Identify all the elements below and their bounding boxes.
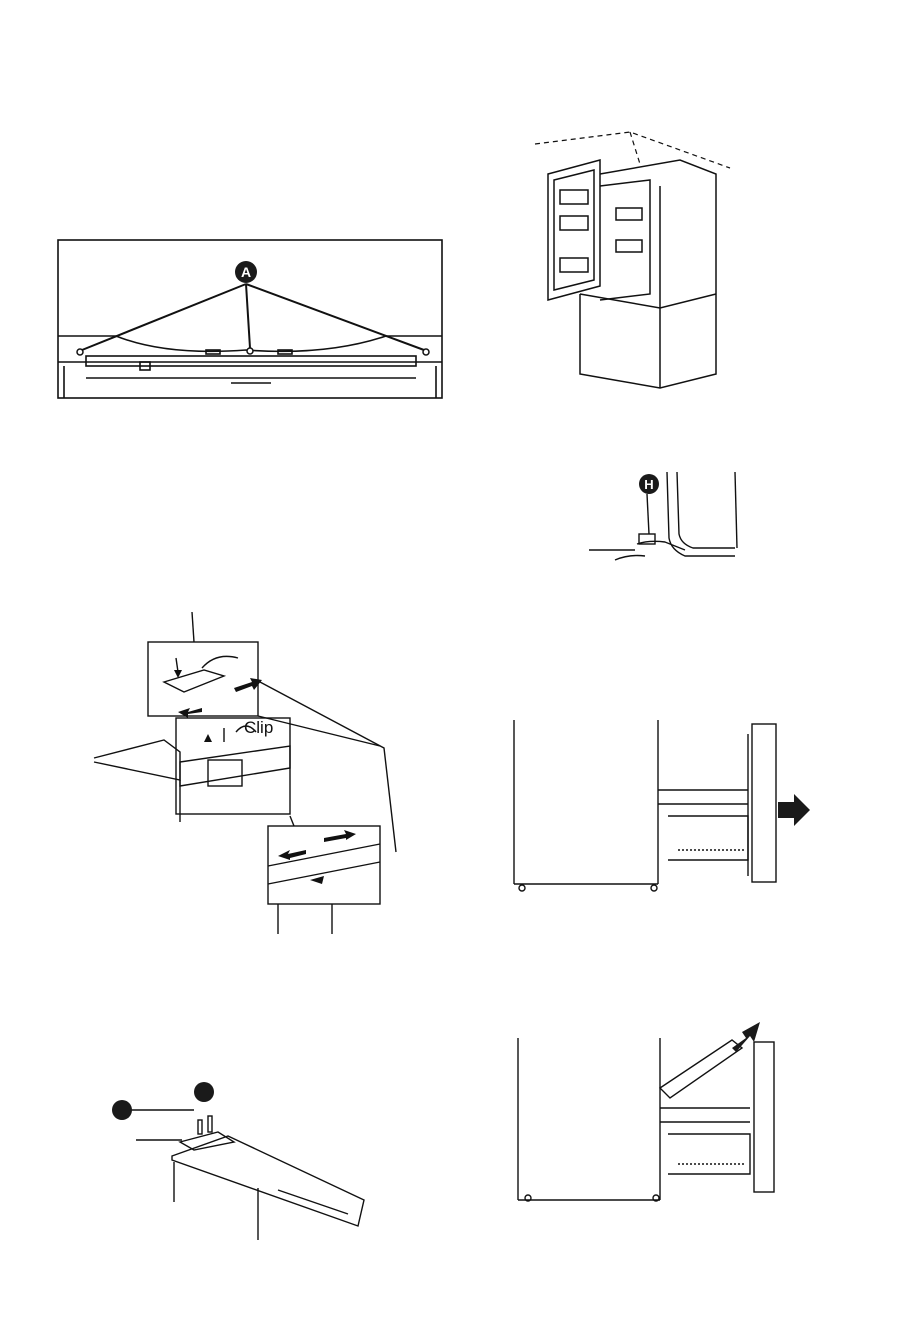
figure-drawer-pull-out	[508, 720, 808, 895]
pull-arrow-icon	[778, 794, 810, 826]
callout-h-label: H	[644, 477, 653, 492]
clip-label: Clip	[244, 718, 273, 738]
figure-top-view-screws: A	[56, 238, 446, 403]
callout-badge-left	[112, 1100, 132, 1120]
figure-water-line-disconnect: Clip	[84, 612, 404, 937]
figure-fridge-door-open	[530, 124, 745, 394]
figure-top-hinge-screws	[108, 1080, 368, 1240]
callout-a-label: A	[241, 264, 251, 280]
figure-hinge-detail: H	[585, 468, 745, 564]
lift-arrow-icon	[732, 1022, 760, 1052]
callout-badge-top	[194, 1082, 214, 1102]
figure-drawer-lift	[510, 1018, 790, 1203]
